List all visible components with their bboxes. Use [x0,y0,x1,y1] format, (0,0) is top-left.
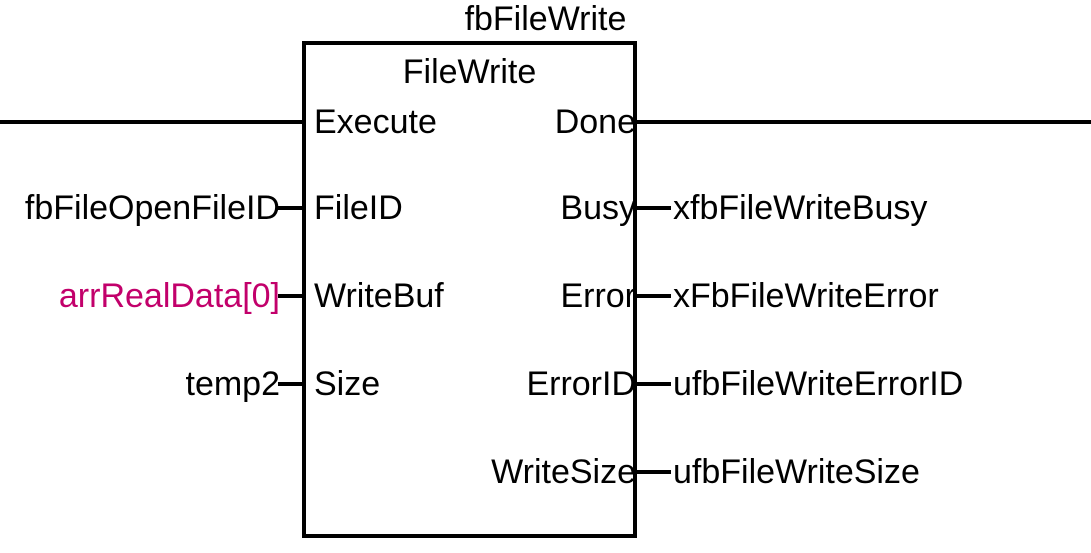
signal-label-temp2[interactable]: temp2 [185,365,281,403]
wire-input-writebuf[interactable] [278,294,304,298]
block-type-name: FileWrite [402,53,537,91]
port-label-fileid: FileID [314,189,403,227]
wire-input-fileid[interactable] [278,206,304,210]
signal-label-xfbfilewriteerror[interactable]: xFbFileWriteError [673,277,939,315]
port-label-size: Size [314,365,381,403]
function-block-body[interactable] [302,41,637,538]
signal-label-arrrealdata[interactable]: arrRealData[0] [58,277,280,315]
wire-input-execute[interactable] [0,120,304,124]
wire-output-done[interactable] [635,120,1091,124]
block-instance-name: fbFileWrite [464,0,627,38]
wire-output-errorid[interactable] [635,382,671,386]
wire-output-writesize[interactable] [635,470,671,474]
signal-label-ufbfilewriteerrorid[interactable]: ufbFileWriteErrorID [673,365,964,403]
port-label-done: Done [554,103,636,141]
port-label-execute: Execute [314,103,437,141]
port-label-errorid: ErrorID [526,365,636,403]
signal-label-fbfileopenfileid[interactable]: fbFileOpenFileID [24,189,280,227]
wire-output-error[interactable] [635,294,671,298]
port-label-writesize: WriteSize [491,453,636,491]
port-label-busy: Busy [560,189,636,227]
port-label-writebuf: WriteBuf [314,277,444,315]
signal-label-ufbfilewritesize[interactable]: ufbFileWriteSize [673,453,920,491]
wire-output-busy[interactable] [635,206,671,210]
port-label-error: Error [560,277,636,315]
signal-label-xfbfilewritebusy[interactable]: xfbFileWriteBusy [673,189,928,227]
wire-input-size[interactable] [278,382,304,386]
